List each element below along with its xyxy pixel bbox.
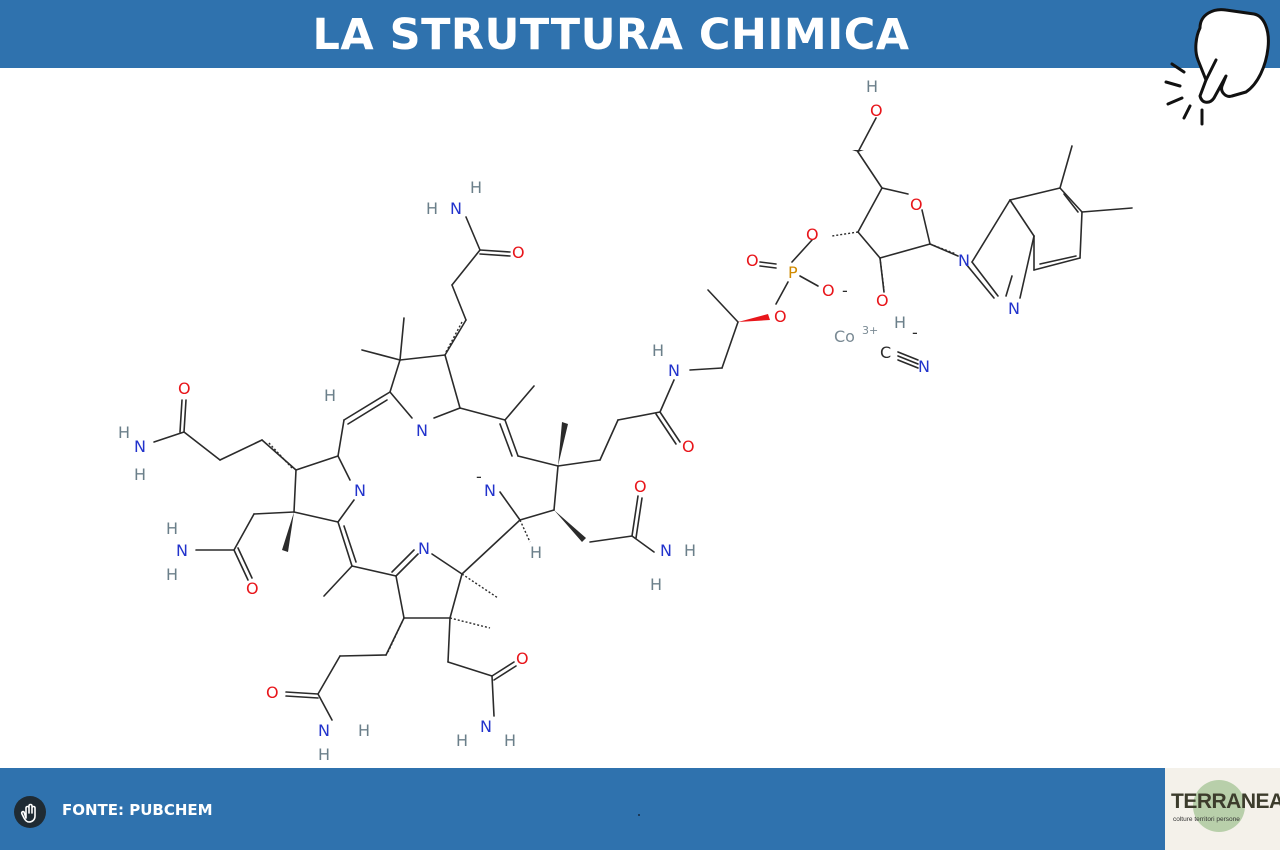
svg-text:O: O xyxy=(246,579,259,598)
svg-text:C: C xyxy=(880,343,891,362)
svg-text:H: H xyxy=(318,745,330,764)
source-label: FONTE: PUBCHEM xyxy=(62,801,213,819)
svg-text:N: N xyxy=(918,357,930,376)
wedge-bonds xyxy=(282,150,864,552)
svg-text:N: N xyxy=(450,199,462,218)
svg-text:H: H xyxy=(166,565,178,584)
terranea-logo: TERRANEA colture territori persone xyxy=(1165,768,1280,850)
hand-touch-icon xyxy=(14,796,46,828)
svg-text:N: N xyxy=(176,541,188,560)
svg-text:H: H xyxy=(530,543,542,562)
svg-text:O: O xyxy=(682,437,695,456)
svg-text:H: H xyxy=(652,341,664,360)
svg-text:N: N xyxy=(134,437,146,456)
svg-text:O: O xyxy=(266,683,279,702)
svg-text:H: H xyxy=(134,465,146,484)
pointing-hand-icon xyxy=(1160,0,1280,135)
svg-text:N: N xyxy=(1008,299,1020,318)
cyanocobalamin-structure: H H N O H N N O H N H H N H O N O N H H … xyxy=(118,77,1133,764)
svg-text:H: H xyxy=(894,313,906,332)
svg-text:H: H xyxy=(426,199,438,218)
svg-text:N: N xyxy=(354,481,366,500)
logo-circle xyxy=(1193,780,1245,832)
svg-text:H: H xyxy=(866,77,878,96)
svg-text:H: H xyxy=(118,423,130,442)
svg-text:-: - xyxy=(842,281,848,300)
svg-text:Co: Co xyxy=(834,327,855,346)
svg-text:O: O xyxy=(634,477,647,496)
svg-text:O: O xyxy=(512,243,525,262)
svg-text:H: H xyxy=(650,575,662,594)
svg-text:O: O xyxy=(774,307,787,326)
page-title: LA STRUTTURA CHIMICA xyxy=(312,10,910,60)
svg-text:H: H xyxy=(166,519,178,538)
svg-text:O: O xyxy=(178,379,191,398)
header-banner: LA STRUTTURA CHIMICA xyxy=(0,0,1280,68)
svg-text:O: O xyxy=(746,251,759,270)
svg-text:H: H xyxy=(470,178,482,197)
svg-text:O: O xyxy=(822,281,835,300)
svg-text:-: - xyxy=(476,467,482,486)
svg-text:H: H xyxy=(504,731,516,750)
svg-text:N: N xyxy=(660,541,672,560)
svg-text:N: N xyxy=(418,539,430,558)
svg-text:N: N xyxy=(318,721,330,740)
svg-text:O: O xyxy=(876,291,889,310)
svg-text:O: O xyxy=(806,225,819,244)
svg-text:N: N xyxy=(480,717,492,736)
logo-tagline: colture territori persone xyxy=(1173,816,1240,823)
svg-text:N: N xyxy=(958,251,970,270)
svg-text:3+: 3+ xyxy=(862,324,878,337)
svg-text:O: O xyxy=(910,195,923,214)
svg-text:-: - xyxy=(912,323,918,342)
svg-text:P: P xyxy=(788,263,798,282)
svg-text:N: N xyxy=(668,361,680,380)
svg-text:H: H xyxy=(324,386,336,405)
footer-banner: FONTE: PUBCHEM xyxy=(0,768,1165,850)
atom-labels: H H N O H N N O H N H H N H O N O N H H … xyxy=(118,77,1020,764)
logo-name: TERRANEA xyxy=(1171,790,1280,813)
svg-text:H: H xyxy=(684,541,696,560)
svg-text:N: N xyxy=(416,421,428,440)
hashed-bonds xyxy=(267,231,957,653)
svg-text:N: N xyxy=(484,481,496,500)
footer-dot xyxy=(638,814,640,816)
svg-text:H: H xyxy=(456,731,468,750)
svg-text:O: O xyxy=(516,649,529,668)
svg-text:H: H xyxy=(358,721,370,740)
svg-text:O: O xyxy=(870,101,883,120)
